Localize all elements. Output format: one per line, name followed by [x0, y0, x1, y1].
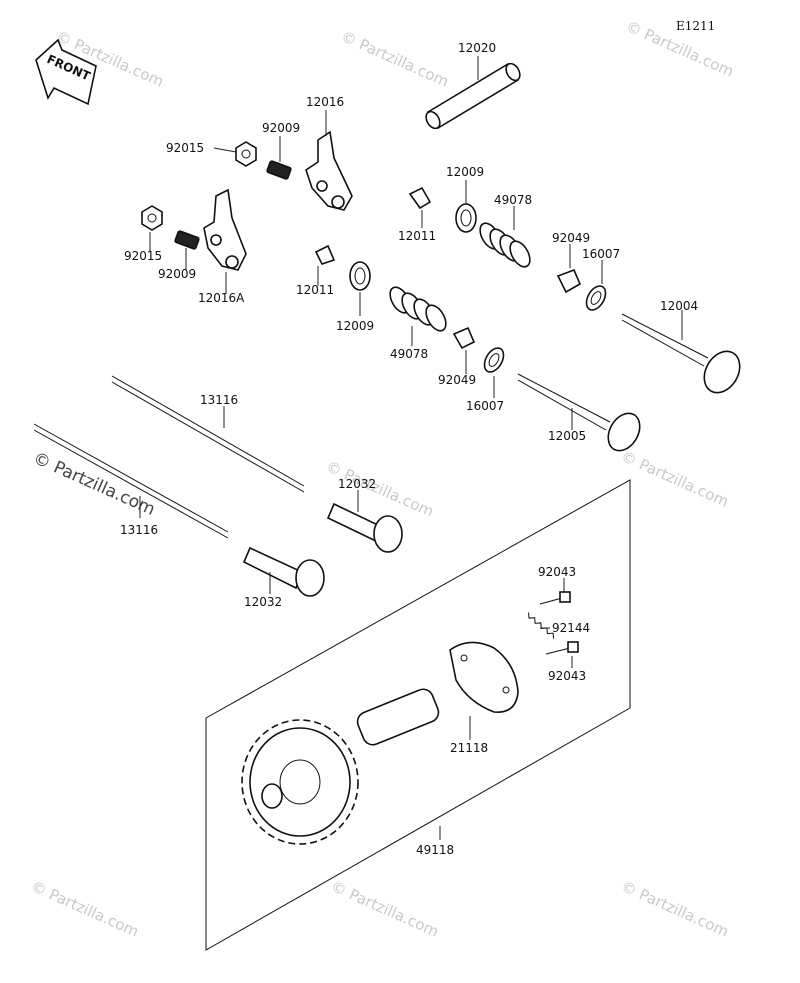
camshaft-assembly-outline — [205, 479, 631, 951]
locknut-upper — [235, 141, 257, 167]
label-12020: 12020 — [458, 41, 496, 55]
label-12009-upper: 12009 — [446, 165, 484, 179]
washer-lower — [483, 347, 505, 373]
label-12032-lower: 12032 — [244, 595, 282, 609]
label-12016: 12016 — [306, 95, 344, 109]
locknut-lower — [141, 205, 163, 231]
label-12004: 12004 — [660, 299, 698, 313]
label-92043-lower: 92043 — [548, 669, 586, 683]
label-92144: 92144 — [552, 621, 590, 635]
adjusting-screw-lower — [174, 230, 200, 250]
bolt-upper — [539, 591, 571, 605]
decompression-plate — [449, 641, 519, 713]
label-92015-upper: 92015 — [166, 141, 204, 155]
watermark-layer: © Partzilla.com © Partzilla.com © Partzi… — [28, 17, 736, 941]
label-92009-upper: 92009 — [262, 121, 300, 135]
valve-exhaust-12004 — [621, 313, 741, 394]
washer-upper — [585, 285, 607, 311]
valve-cap-upper — [408, 186, 432, 210]
label-92049-upper: 92049 — [552, 231, 590, 245]
label-12016A: 12016A — [198, 291, 245, 305]
label-12011-upper: 12011 — [398, 229, 436, 243]
label-12009-lower: 12009 — [336, 319, 374, 333]
valve-spring-upper — [479, 222, 531, 268]
label-13116-lower: 13116 — [120, 523, 158, 537]
label-12011-lower: 12011 — [296, 283, 334, 297]
spring-retainer-lower — [349, 261, 371, 291]
label-49118: 49118 — [416, 843, 454, 857]
push-rod-lower — [33, 423, 229, 539]
tappet-upper — [326, 502, 403, 553]
watermark-main: © Partzilla.com — [30, 448, 158, 520]
watermark: © Partzilla.com — [618, 447, 731, 511]
label-13116-upper: 13116 — [200, 393, 238, 407]
diagram-code: E1211 — [676, 19, 715, 33]
bolt-lower — [545, 641, 579, 655]
watermark: © Partzilla.com — [28, 877, 141, 941]
spring-92144 — [528, 612, 555, 639]
valve-cap-lower — [314, 244, 336, 265]
label-16007-upper: 16007 — [582, 247, 620, 261]
push-rod-upper — [111, 375, 305, 493]
label-49078-lower: 49078 — [390, 347, 428, 361]
rocker-shaft — [425, 62, 521, 130]
tappet-lower — [242, 546, 325, 597]
rocker-arm-upper — [305, 130, 353, 211]
label-16007-lower: 16007 — [466, 399, 504, 413]
label-92009-lower: 92009 — [158, 267, 196, 281]
label-12005: 12005 — [548, 429, 586, 443]
label-92043-upper: 92043 — [538, 565, 576, 579]
valve-seal-upper — [556, 268, 582, 294]
label-92015-lower: 92015 — [124, 249, 162, 263]
watermark: © Partzilla.com — [328, 877, 441, 941]
valve-spring-lower — [389, 286, 447, 332]
label-49078-upper: 49078 — [494, 193, 532, 207]
label-12032-upper: 12032 — [338, 477, 376, 491]
label-92049-lower: 92049 — [438, 373, 476, 387]
label-21118: 21118 — [450, 741, 488, 755]
spring-retainer-upper — [455, 203, 477, 233]
adjusting-screw-upper — [266, 160, 292, 180]
watermark: © Partzilla.com — [338, 27, 451, 91]
watermark: © Partzilla.com — [618, 877, 731, 941]
rocker-arm-lower — [203, 188, 247, 271]
camshaft-gear — [241, 688, 440, 845]
valve-intake-12005 — [517, 373, 641, 452]
valve-seal-lower — [452, 326, 476, 350]
